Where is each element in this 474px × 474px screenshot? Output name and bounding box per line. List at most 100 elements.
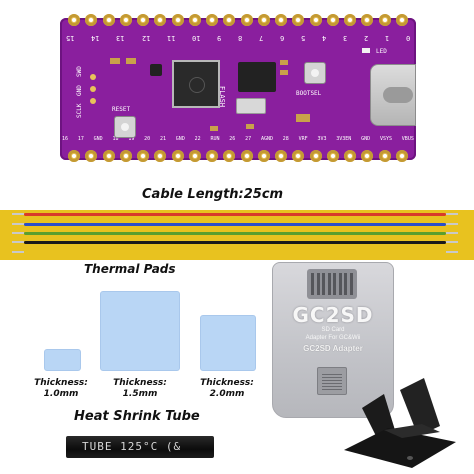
flash-chip	[238, 62, 276, 92]
top-pin-label: 5	[300, 34, 306, 42]
bottom-pin	[223, 150, 236, 162]
bottom-pin	[188, 150, 201, 162]
bottom-pin	[275, 150, 287, 162]
adapter-contact-slot	[307, 269, 357, 299]
thickness-text: Thickness:	[200, 378, 254, 388]
pin-hole	[279, 154, 283, 158]
top-pin	[171, 14, 184, 26]
adapter-contact	[349, 273, 353, 295]
bottom-pin-label: 22	[194, 136, 201, 142]
top-pin	[85, 14, 98, 26]
adapter-line-2: Adapter For GC&Wii	[305, 335, 361, 341]
thermal-pad-label-1mm: Thickness: 1.0mm	[26, 378, 96, 400]
pin-hole	[399, 154, 404, 158]
top-pin	[188, 14, 201, 26]
top-pin	[154, 14, 167, 26]
pin-hole	[175, 154, 180, 158]
bottom-pin-label: GND	[361, 136, 371, 142]
top-pin	[309, 14, 322, 26]
top-pin	[206, 14, 218, 26]
adapter-line-3: GC2SD Adapter	[303, 344, 363, 353]
wire-stripped-end	[12, 241, 24, 243]
top-pin	[257, 14, 270, 26]
top-pin-label: 15	[66, 34, 75, 42]
top-pin-label: 10	[191, 34, 201, 42]
bottom-pin-label: 19	[128, 136, 135, 142]
top-pin	[378, 14, 391, 26]
pin-hole	[89, 18, 94, 22]
adapter-contact	[344, 273, 348, 295]
pin-hole	[313, 154, 318, 158]
wire-stripped-end	[12, 251, 24, 253]
crystal-oscillator	[236, 98, 266, 114]
thermal-pad-label-2mm: Thickness: 2.0mm	[192, 378, 262, 400]
bottom-pin-label: VBUS	[401, 136, 414, 142]
wire-bundle	[0, 210, 474, 260]
wire-green	[12, 241, 458, 244]
top-pin-label: 7	[258, 34, 264, 42]
pin-hole	[72, 154, 76, 158]
smd-component	[110, 58, 120, 64]
left-pin-labels: SCLK GND SWD	[76, 62, 88, 122]
smd-component	[280, 70, 288, 75]
adapter-brand: GC2SD	[292, 303, 374, 327]
pin-hole	[123, 154, 128, 158]
heat-shrink-tube: TUBE 125°C (&	[66, 436, 214, 458]
top-pin-label: 6	[279, 34, 285, 42]
pin-hole	[244, 154, 249, 158]
left-label-sclk: SCLK	[76, 103, 83, 119]
pin-hole	[175, 18, 180, 22]
bottom-pin-label: RUN	[210, 136, 220, 142]
bottom-pin-label: 17	[77, 136, 84, 142]
top-pin	[119, 14, 132, 26]
pin-hole	[210, 18, 214, 22]
pin-hole	[192, 154, 197, 158]
reset-button[interactable]	[114, 116, 136, 138]
pin-hole	[158, 18, 163, 22]
bottom-pin	[378, 150, 391, 162]
bottom-pin	[395, 150, 408, 162]
bottom-pin-label: 27	[245, 136, 252, 142]
wire-stripped-end	[446, 223, 458, 225]
thermal-pad-1mm	[44, 349, 81, 371]
wire-stripped-end	[446, 213, 458, 215]
bottom-pin	[326, 150, 339, 162]
pin-hole	[296, 18, 301, 22]
top-pin	[361, 14, 374, 26]
led-indicator	[362, 48, 370, 53]
pin-hole	[365, 18, 370, 22]
pin-hole	[313, 18, 318, 22]
wire-stripped-end	[446, 241, 458, 243]
wire-yellow	[12, 213, 458, 216]
pin-hole	[106, 154, 111, 158]
pin-hole	[382, 18, 387, 22]
bottom-pin	[119, 150, 132, 162]
pin-hole	[72, 18, 76, 22]
bootsel-button[interactable]	[304, 62, 326, 84]
smd-component	[150, 64, 162, 76]
pin-hole	[227, 18, 232, 22]
top-pin	[240, 14, 253, 26]
top-pin	[326, 14, 339, 26]
adapter-contact	[322, 273, 326, 295]
smd-component	[246, 124, 254, 129]
bottom-pin-label: AGND	[260, 136, 273, 142]
left-label-swd: SWD	[76, 65, 83, 77]
bottom-pin-label: 28	[282, 136, 289, 142]
bottom-pin	[68, 150, 80, 162]
cable-length-title: Cable Length:25cm	[142, 187, 284, 202]
adapter-line-1: SD Card	[321, 327, 345, 333]
bottom-pin	[206, 150, 218, 162]
bottom-pin	[309, 150, 322, 162]
top-pin-label: 14	[91, 34, 100, 42]
thermal-pad-1-5mm	[100, 291, 180, 371]
bottom-pin-label: 26	[229, 136, 236, 142]
wire-stripped-end	[446, 251, 458, 253]
wire-stripped-end	[446, 232, 458, 234]
thickness-value: 2.0mm	[209, 389, 245, 399]
pin-hole	[141, 154, 145, 158]
pin-hole	[192, 18, 197, 22]
top-pin-row	[68, 14, 408, 28]
